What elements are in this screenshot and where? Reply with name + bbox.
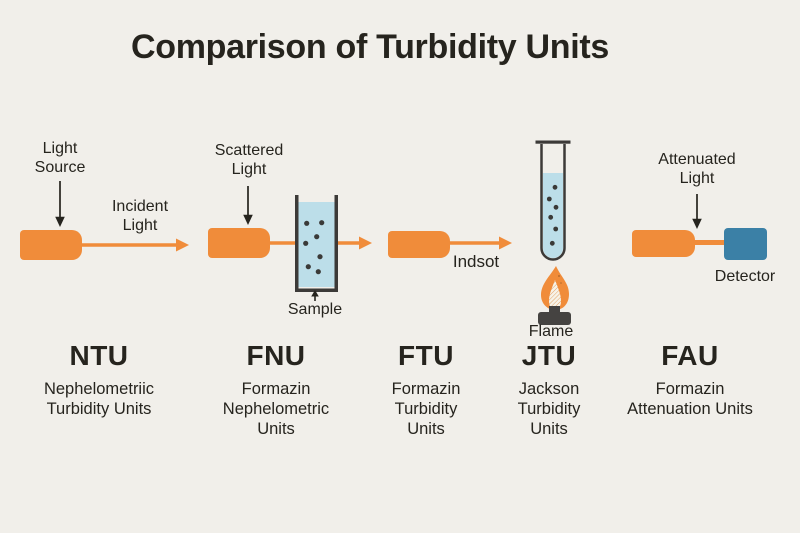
flame-inner <box>549 280 561 310</box>
fau-attenuated-beam <box>695 240 725 245</box>
fnu-light-source-shape <box>208 228 270 258</box>
tube-particles <box>546 184 559 246</box>
unit-name-fnu: Formazin Nephelometric Units <box>222 380 330 438</box>
jtu-test-tube-icon <box>535 140 571 261</box>
burner-base <box>538 306 571 325</box>
unit-name-fau: Formazin Attenuation Units <box>627 380 753 418</box>
unit-block-ftu: FTU Formazin Turbidity Units <box>336 342 516 439</box>
ftu-beam-arrow-icon <box>450 236 512 250</box>
fnu-sample-container-icon <box>295 195 338 292</box>
sample-particles <box>303 220 325 275</box>
unit-abbr-fnu: FNU <box>246 340 306 371</box>
ntu-incident-light-label: Incident Light <box>111 198 169 234</box>
fnu-scattered-light-label: Scattered Light <box>214 142 284 178</box>
unit-name-jtu: Jackson Turbidity Units <box>517 380 581 438</box>
tube-liquid <box>543 173 563 258</box>
unit-block-ntu: NTU Nephelometriic Turbidity Units <box>9 342 189 419</box>
fnu-down-arrow-icon <box>243 186 253 225</box>
fnu-sample-label: Sample <box>287 301 343 318</box>
ntu-incident-beam-arrow-icon <box>82 238 189 252</box>
ntu-light-source-shape <box>20 230 82 260</box>
ntu-down-arrow-icon <box>55 181 65 227</box>
unit-block-fau: FAU Formazin Attenuation Units <box>600 342 780 419</box>
unit-name-ftu: Formazin Turbidity Units <box>391 380 461 438</box>
fau-attenuated-light-label: Attenuated Light <box>658 151 736 187</box>
jtu-flame-icon <box>538 266 571 325</box>
unit-abbr-fau: FAU <box>661 340 719 371</box>
fau-detector-label: Detector <box>714 268 776 285</box>
ftu-light-source-shape <box>388 231 450 258</box>
page-title: Comparison of Turbidity Units <box>131 28 609 66</box>
unit-abbr-ftu: FTU <box>398 340 454 371</box>
sample-liquid <box>297 202 336 287</box>
ntu-light-source-label: Light Source <box>34 140 86 176</box>
unit-block-fnu: FNU Formazin Nephelometric Units <box>186 342 366 439</box>
fau-down-arrow-icon <box>692 194 702 229</box>
fau-light-source-shape <box>632 230 695 257</box>
ftu-beam-label: Indsot <box>452 252 500 271</box>
fau-detector-shape <box>724 228 767 260</box>
unit-name-ntu: Nephelometriic Turbidity Units <box>43 380 155 418</box>
unit-block-jtu: JTU Jackson Turbidity Units <box>459 342 639 439</box>
jtu-flame-label: Flame <box>528 323 574 340</box>
unit-abbr-ntu: NTU <box>69 340 129 371</box>
unit-abbr-jtu: JTU <box>521 340 577 371</box>
fnu-up-arrow-icon <box>311 290 319 301</box>
